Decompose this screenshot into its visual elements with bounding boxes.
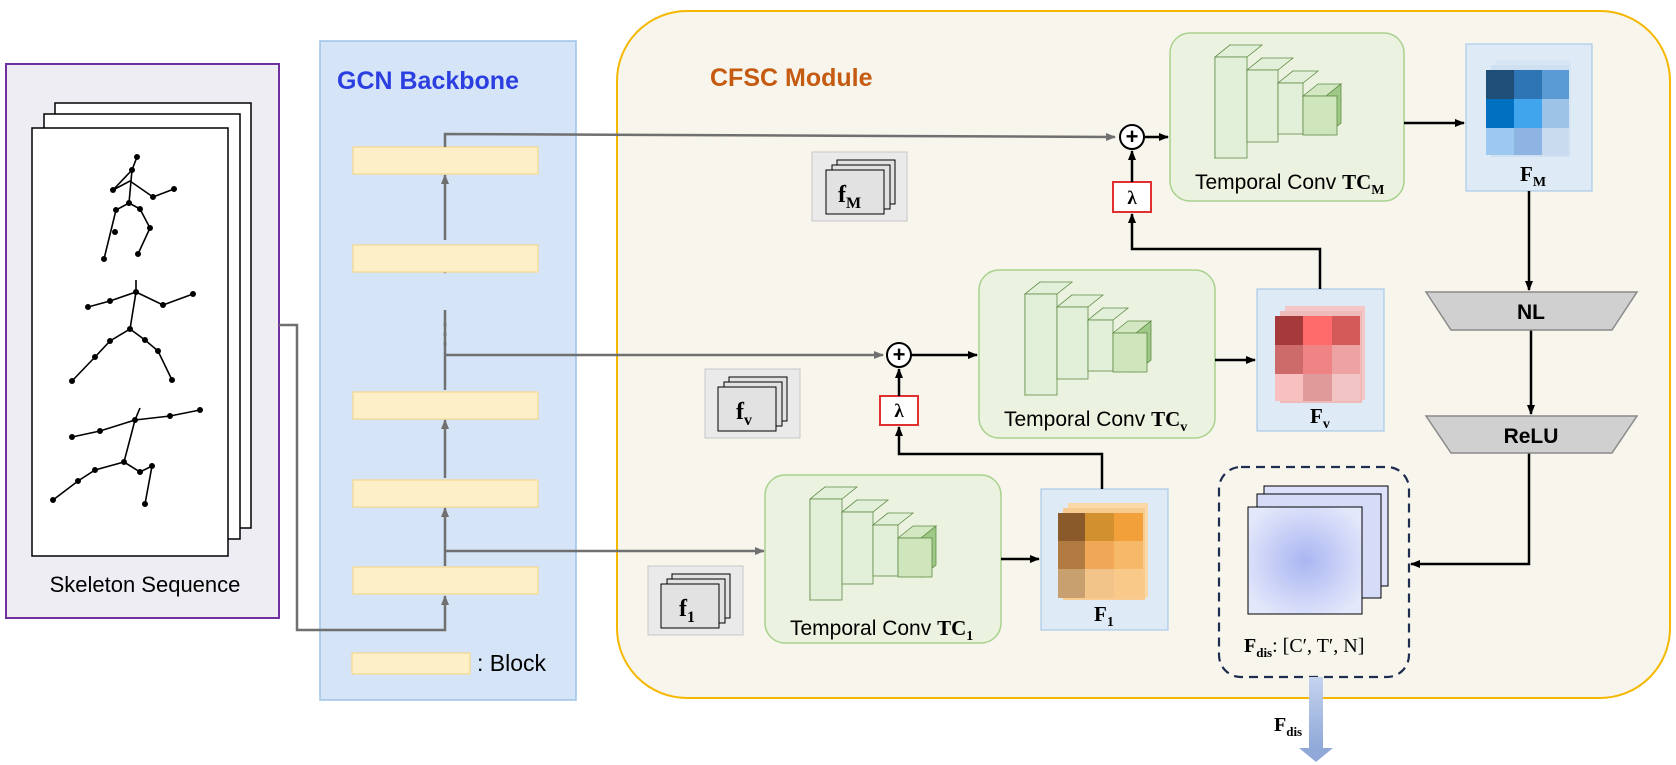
temporal-conv-1-label: Temporal Conv: [790, 617, 937, 640]
gcn-block: [352, 391, 539, 420]
f1-to-lambda-v-arrow: [895, 426, 1104, 489]
gcn-block: [352, 146, 539, 175]
fv-to-lambda-m-arrow: [1128, 213, 1322, 289]
gcn-ellipsis: ⋮: [431, 318, 459, 349]
small-f-1-subscript: 1: [687, 609, 695, 626]
feature-map-f1-subscript: 1: [1107, 615, 1114, 630]
small-f-m-box: fM: [811, 151, 908, 222]
gcn-to-sum-m-arrow: [443, 132, 1116, 147]
gcn-backbone-panel: GCN Backbone ⋮ : Block: [279, 40, 577, 701]
gcn-backbone-title: GCN Backbone: [337, 67, 519, 95]
skeleton-sequence-label: Skeleton Sequence: [50, 572, 241, 597]
temporal-conv-m-label: Temporal Conv: [1195, 171, 1342, 194]
temporal-conv-v-subscript: v: [1180, 420, 1187, 435]
svg-text:Temporal Conv TCM: Temporal Conv TCM: [1195, 170, 1384, 198]
cfsc-module-title: CFSC Module: [710, 64, 873, 92]
feature-map-fv: Fv: [1256, 288, 1385, 432]
temporal-conv-v-block: Temporal Conv TCv: [978, 269, 1216, 439]
small-f-m-subscript: M: [846, 195, 861, 212]
svg-text:λ: λ: [894, 401, 904, 422]
svg-text:NL: NL: [1517, 301, 1545, 324]
svg-text:Fv: Fv: [1310, 404, 1330, 432]
gcn-block: [352, 566, 539, 595]
lambda-box-m: λ: [1112, 181, 1152, 213]
feature-map-fm-subscript: M: [1533, 175, 1546, 190]
feature-map-fm-symbol: F: [1520, 162, 1533, 186]
gcn-block: [352, 479, 539, 508]
skeleton-figure-2: [69, 280, 197, 384]
skeleton-figure-1: [101, 154, 178, 262]
fdis-subscript: dis: [1256, 645, 1272, 660]
fdis-symbol: F: [1244, 635, 1256, 657]
temporal-conv-m-block: Temporal Conv TCM: [1169, 32, 1405, 202]
svg-text:Fdis: [C′, T′, N]: Fdis: [C′, T′, N]: [1244, 635, 1364, 660]
output-fdis-subscript: dis: [1286, 724, 1302, 739]
svg-text:ReLU: ReLU: [1504, 425, 1559, 448]
conv-stack-icon: [1213, 44, 1343, 160]
feature-map-fv-symbol: F: [1310, 404, 1323, 428]
small-f-v-subscript: v: [744, 412, 752, 429]
svg-text:Fdis: Fdis: [1274, 714, 1302, 739]
svg-text:+: +: [893, 342, 906, 367]
conv-stack-icon: [808, 486, 938, 602]
skeleton-to-gcn-connector: [279, 323, 449, 632]
temporal-conv-1-block: Temporal Conv TC1: [764, 474, 1002, 644]
block-legend-label: : Block: [477, 650, 547, 676]
feature-map-fm: FM: [1465, 43, 1593, 192]
fdis-feature-box: Fdis: [C′, T′, N]: [1217, 465, 1411, 679]
relu-to-fdis-arrow: [1410, 453, 1531, 568]
relu-layer: ReLU: [1424, 415, 1639, 454]
small-f-v-symbol: f: [736, 399, 745, 425]
temporal-conv-m-subscript: M: [1371, 183, 1384, 198]
svg-text:FM: FM: [1520, 162, 1546, 190]
feature-map-f1: F1: [1040, 488, 1169, 631]
sum-node-v: +: [886, 342, 912, 368]
temporal-conv-1-symbol: TC: [937, 616, 966, 640]
temporal-conv-v-symbol: TC: [1151, 407, 1180, 431]
small-f-1-box: f1: [647, 565, 744, 636]
svg-text:Temporal Conv TC1: Temporal Conv TC1: [790, 616, 973, 644]
nl-layer: NL: [1424, 291, 1639, 331]
temporal-conv-1-subscript: 1: [966, 629, 973, 644]
sum-node-m: +: [1119, 124, 1145, 150]
svg-text:fM: fM: [838, 182, 861, 212]
temporal-conv-m-symbol: TC: [1342, 170, 1371, 194]
fdis-output-arrow: Fdis: [1274, 677, 1333, 762]
fdis-gradient-square: [1247, 506, 1363, 615]
svg-text:+: +: [1126, 124, 1139, 149]
svg-text:λ: λ: [1127, 188, 1137, 209]
block-legend-swatch: [351, 652, 471, 675]
fdis-dimensions: : [C′, T′, N]: [1272, 635, 1364, 657]
small-f-1-symbol: f: [679, 596, 688, 622]
conv-stack-icon: [1023, 281, 1153, 397]
temporal-conv-v-label: Temporal Conv: [1004, 408, 1151, 431]
skeleton-figure-3: [49, 406, 204, 507]
feature-map-f1-symbol: F: [1094, 602, 1107, 626]
skeleton-sequence-panel: Skeleton Sequence: [5, 63, 280, 619]
svg-text:Temporal Conv TCv: Temporal Conv TCv: [1004, 407, 1187, 435]
gcn-block: [352, 244, 539, 273]
lambda-box-v: λ: [879, 395, 919, 426]
small-f-m-symbol: f: [838, 182, 847, 208]
svg-text:fv: fv: [736, 399, 752, 429]
output-fdis-symbol: F: [1274, 714, 1286, 736]
small-f-v-box: fv: [704, 368, 801, 439]
svg-text:F1: F1: [1094, 602, 1114, 630]
feature-map-fv-subscript: v: [1323, 417, 1330, 432]
svg-text:f1: f1: [679, 596, 695, 626]
